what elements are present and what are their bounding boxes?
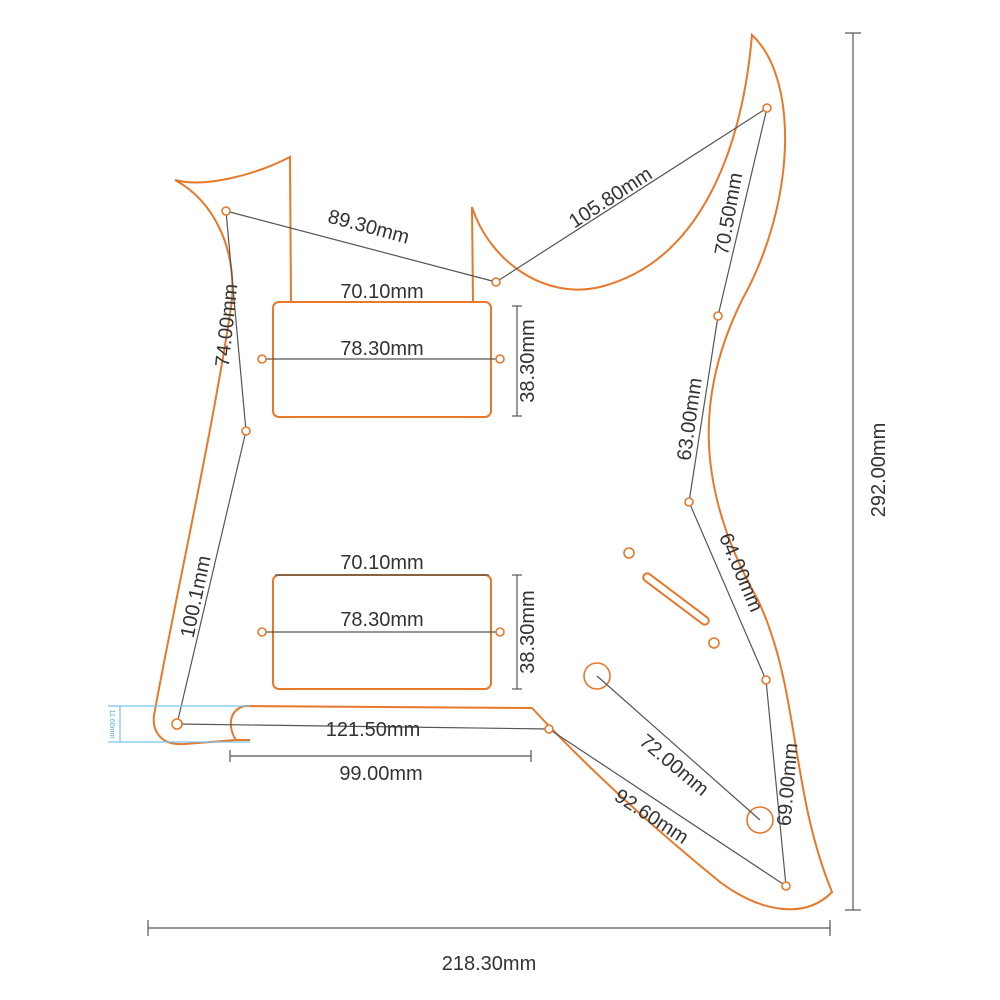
- label-controls: 72.00mm: [635, 730, 713, 800]
- dimension-lines: [147, 32, 861, 936]
- label-overall-width: 218.30mm: [442, 953, 537, 975]
- switch-slot: [642, 572, 710, 626]
- label-bottom-screws: 121.50mm: [326, 719, 421, 741]
- label-lower-diag: 92.60mm: [610, 785, 692, 849]
- label-neck-pickup-screws: 78.30mm: [340, 338, 423, 360]
- switch-hole: [623, 547, 635, 559]
- label-right-lower: 64.00mm: [714, 530, 767, 615]
- label-left-upper: 74.00mm: [212, 283, 243, 368]
- label-bridge-pickup-screws: 78.30mm: [340, 609, 423, 631]
- label-upper-left-diag: 89.30mm: [325, 206, 411, 249]
- label-bottom-cutout: 99.00mm: [339, 763, 422, 785]
- label-neck-pickup-width: 70.10mm: [340, 281, 423, 303]
- label-neck-pickup-height: 38.30mm: [517, 319, 539, 402]
- label-overall-height: 292.00mm: [868, 423, 890, 518]
- label-right-bottom: 69.00mm: [773, 742, 802, 827]
- cutout-depth-dimension: 11.60mm: [108, 705, 250, 743]
- cutout-depth-label: 11.60mm: [108, 710, 115, 739]
- screw-holes: [171, 103, 791, 891]
- label-bridge-pickup-width: 70.10mm: [340, 552, 423, 574]
- label-bridge-pickup-height: 38.30mm: [517, 590, 539, 673]
- pickguard-outline: [152, 32, 834, 911]
- switch-hole: [708, 637, 720, 649]
- label-upper-right-diag: 105.80mm: [565, 163, 656, 233]
